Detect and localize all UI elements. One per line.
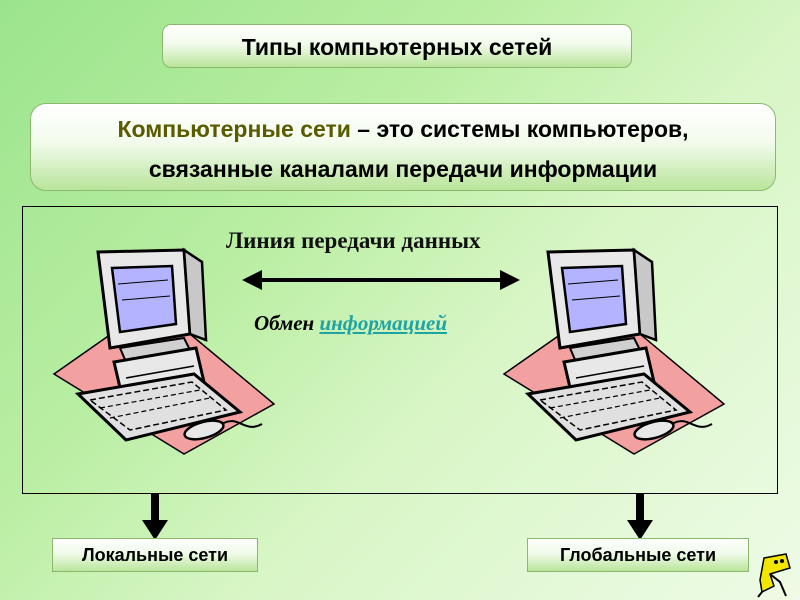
double-arrow-icon [242, 270, 520, 290]
definition-rest: – это системы компьютеров, [350, 116, 689, 142]
exchange-word: Обмен [254, 311, 320, 335]
diagram-frame [22, 206, 778, 494]
down-arrow-icon [142, 494, 168, 540]
definition-line-1: Компьютерные сети – это системы компьюте… [31, 109, 775, 149]
exchange-text: Обмен информацией [254, 311, 447, 336]
computer-icon [502, 247, 726, 455]
definition-line-2: связанные каналами передачи информации [148, 156, 658, 182]
down-arrow-icon [627, 494, 653, 540]
definition-term: Компьютерные сети [117, 116, 351, 142]
mascot-icon [757, 553, 791, 598]
local-networks-button[interactable]: Локальные сети [52, 538, 258, 572]
definition-banner: Компьютерные сети – это системы компьюте… [30, 103, 776, 191]
page-title: Типы компьютерных сетей [241, 34, 553, 60]
information-link[interactable]: информацией [319, 311, 448, 335]
title-banner: Типы компьютерных сетей [162, 24, 632, 68]
global-networks-button[interactable]: Глобальные сети [527, 538, 749, 572]
data-line-label: Линия передачи данных [226, 228, 481, 253]
computer-icon [52, 247, 276, 455]
